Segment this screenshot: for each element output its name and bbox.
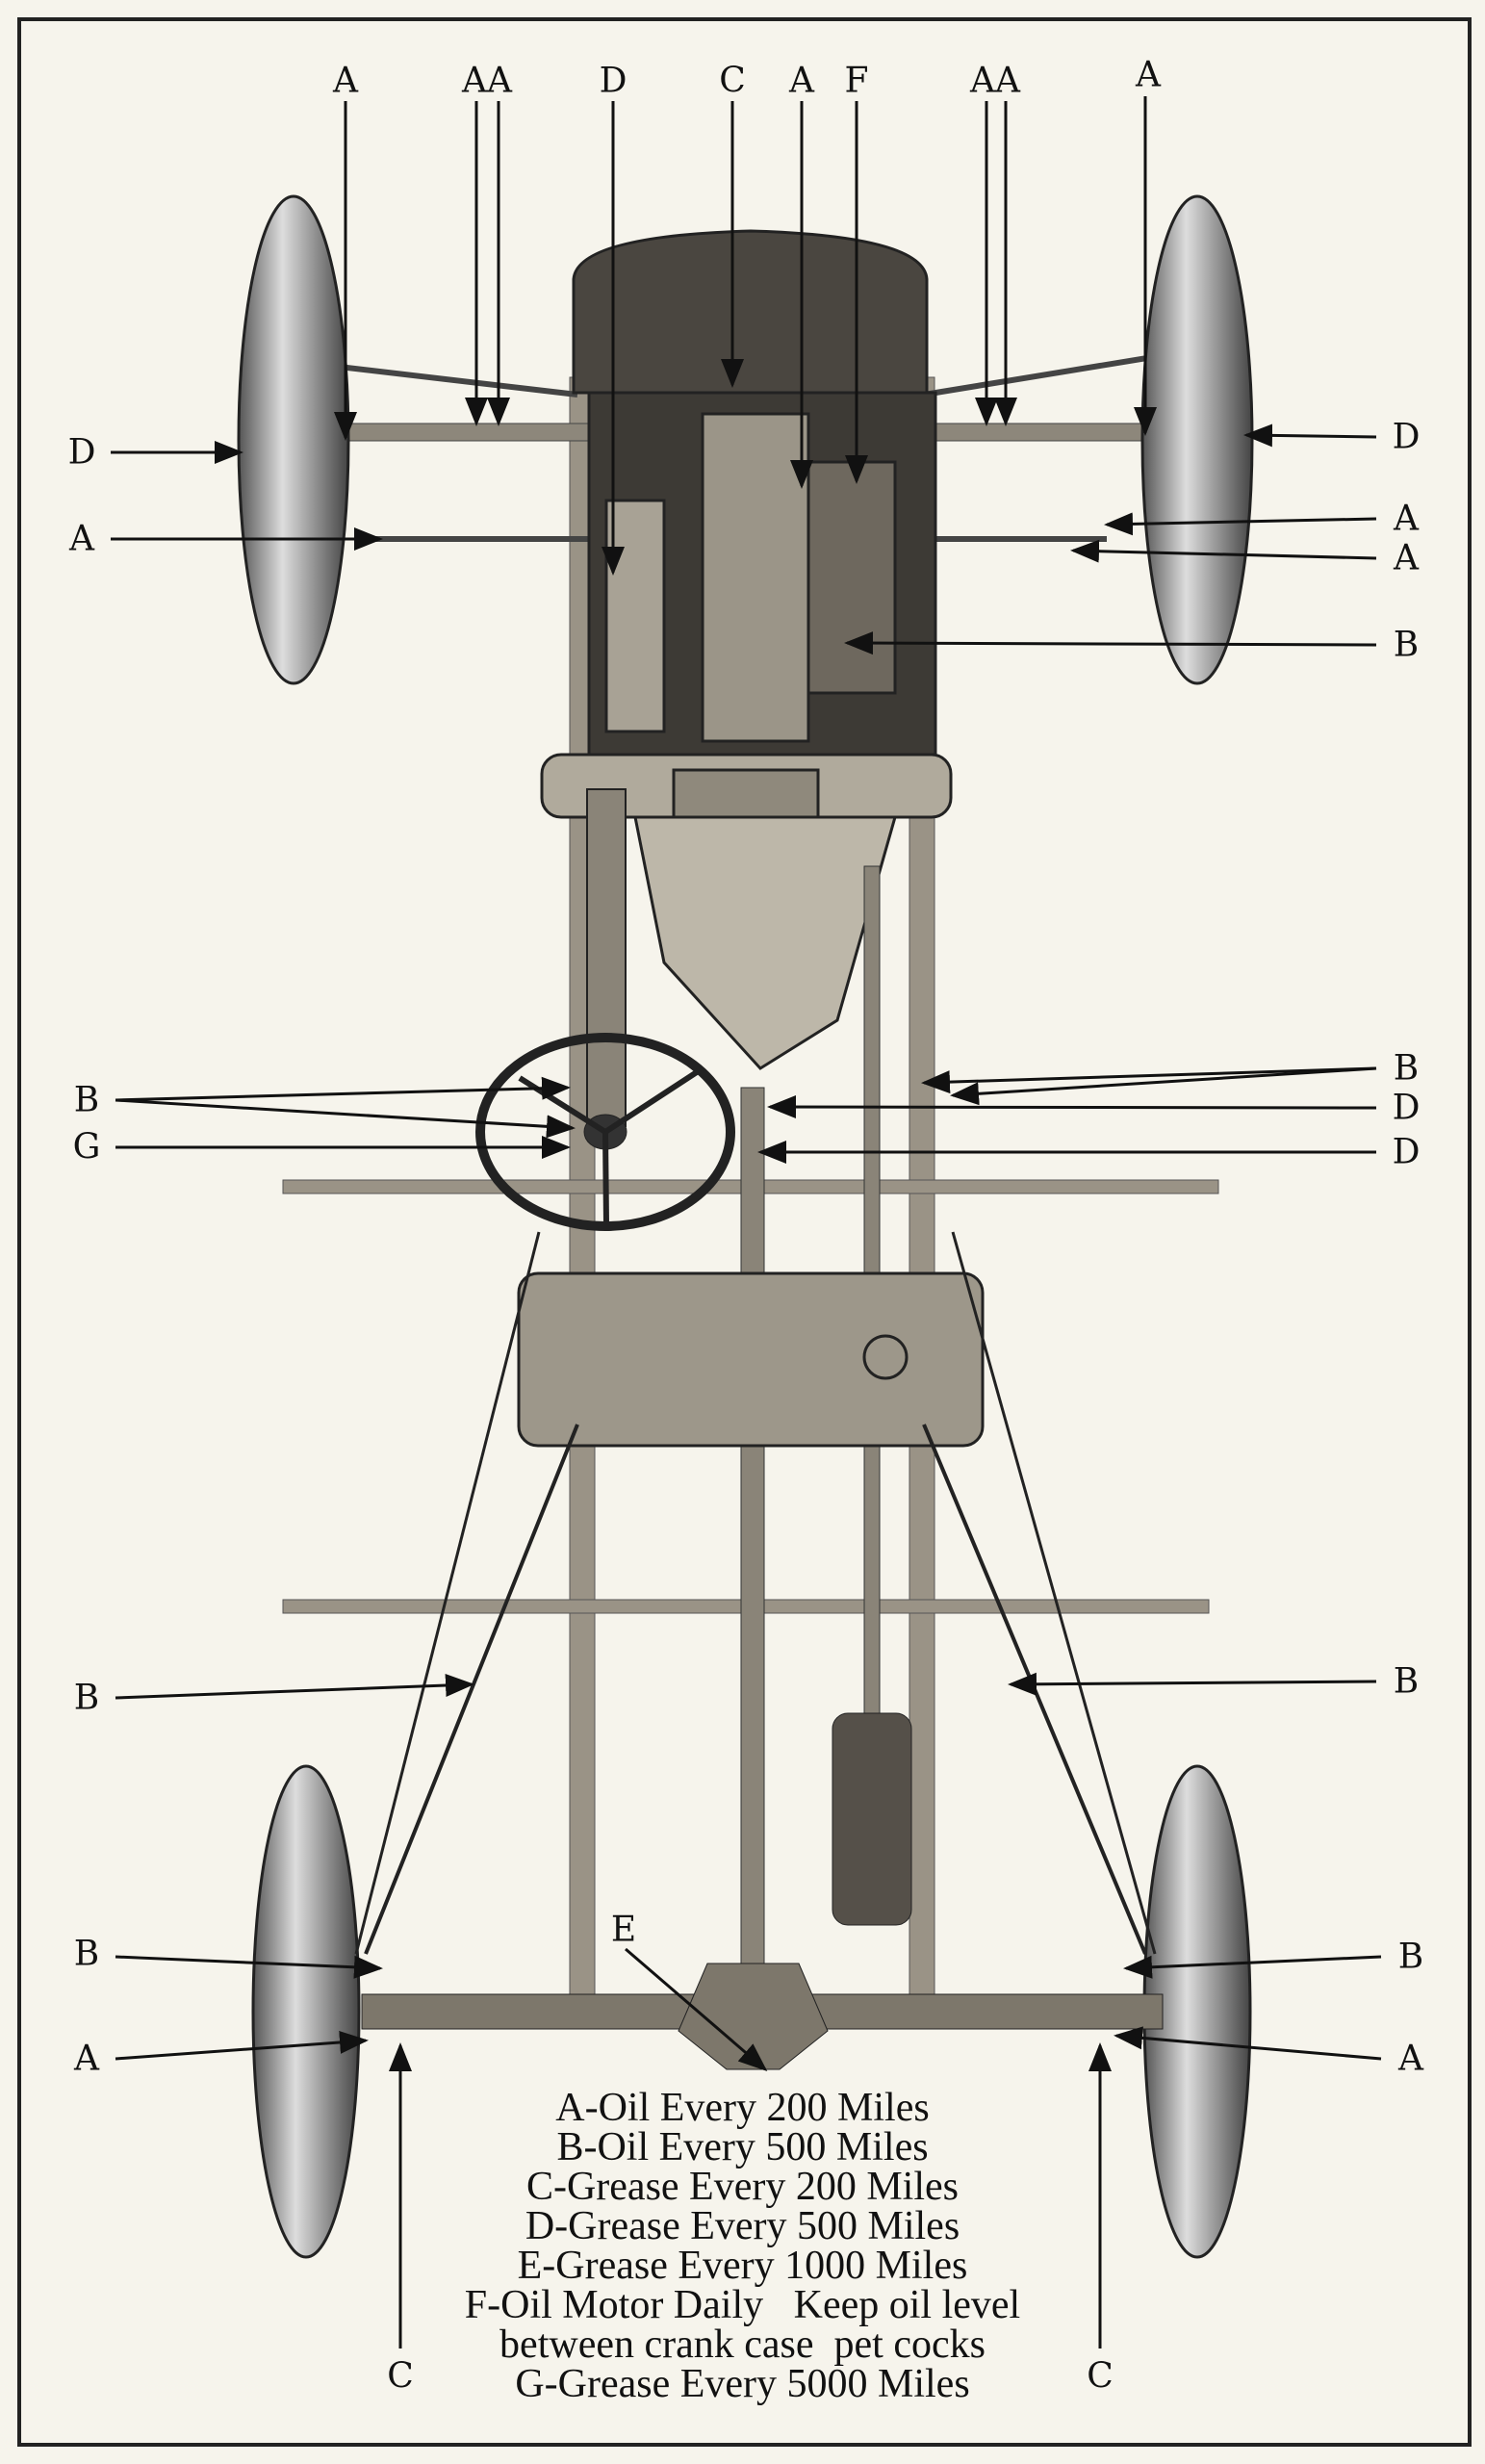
callout-label: A (1394, 538, 1419, 578)
callout-label: A (69, 519, 94, 559)
muffler (832, 1712, 912, 1926)
callout-label: AA (970, 61, 1020, 101)
callout-label: B (73, 1934, 100, 1974)
callout-label: C (387, 2356, 414, 2397)
fuel-tank (517, 1271, 985, 1448)
callout-label: A (789, 61, 814, 101)
callout-label: A (74, 2039, 99, 2079)
page-border (17, 17, 1472, 2447)
steering (475, 788, 735, 1231)
rear-axle (354, 1231, 1164, 2070)
callout-label: F (844, 61, 869, 101)
callout-label: C (719, 61, 746, 101)
callout-label: G (72, 1127, 101, 1168)
callout-label: A (333, 61, 358, 101)
legend-line: C-Grease Every 200 Miles (525, 2165, 960, 2209)
callout-label: B (73, 1678, 100, 1718)
callout-label: D (1392, 1088, 1421, 1128)
legend-line: G-Grease Every 5000 Miles (515, 2362, 970, 2406)
legend-line: B-Oil Every 500 Miles (556, 2125, 929, 2169)
wheels (237, 194, 1254, 2259)
driveshaft (740, 1087, 765, 1984)
callout-label: D (1392, 1132, 1421, 1172)
callout-label: B (1393, 1661, 1420, 1702)
steering-wheel (475, 1033, 735, 1231)
callout-label: E (610, 1910, 637, 1950)
callout-label: A (1394, 499, 1419, 539)
callout-label: A (1136, 55, 1161, 95)
front-left-wheel (237, 194, 350, 685)
legend-line: E-Grease Every 1000 Miles (517, 2244, 968, 2288)
callout-label: B (1393, 625, 1420, 665)
legend-line: D-Grease Every 500 Miles (525, 2204, 960, 2248)
rear-left-wheel (251, 1764, 361, 2259)
callout-label: B (1393, 1048, 1420, 1089)
legend-line: A-Oil Every 200 Miles (555, 2086, 930, 2130)
engine (540, 229, 953, 1070)
callout-label: D (599, 61, 627, 101)
callout-label: D (67, 432, 96, 473)
legend-line: F-Oil Motor Daily Keep oil level (464, 2283, 1021, 2327)
callout-arrows (111, 96, 1382, 2348)
callout-label: D (1392, 417, 1421, 457)
callout-label: B (73, 1080, 100, 1120)
callout-label: B (1397, 1937, 1424, 1977)
front-right-wheel (1140, 194, 1254, 685)
callout-label: AA (462, 61, 512, 101)
legend-line: between crank case pet cocks (499, 2323, 986, 2367)
callout-label: C (1087, 2356, 1114, 2397)
callout-label: A (1398, 2039, 1423, 2079)
lubrication-legend: A-Oil Every 200 Miles B-Oil Every 500 Mi… (0, 2086, 1485, 2406)
